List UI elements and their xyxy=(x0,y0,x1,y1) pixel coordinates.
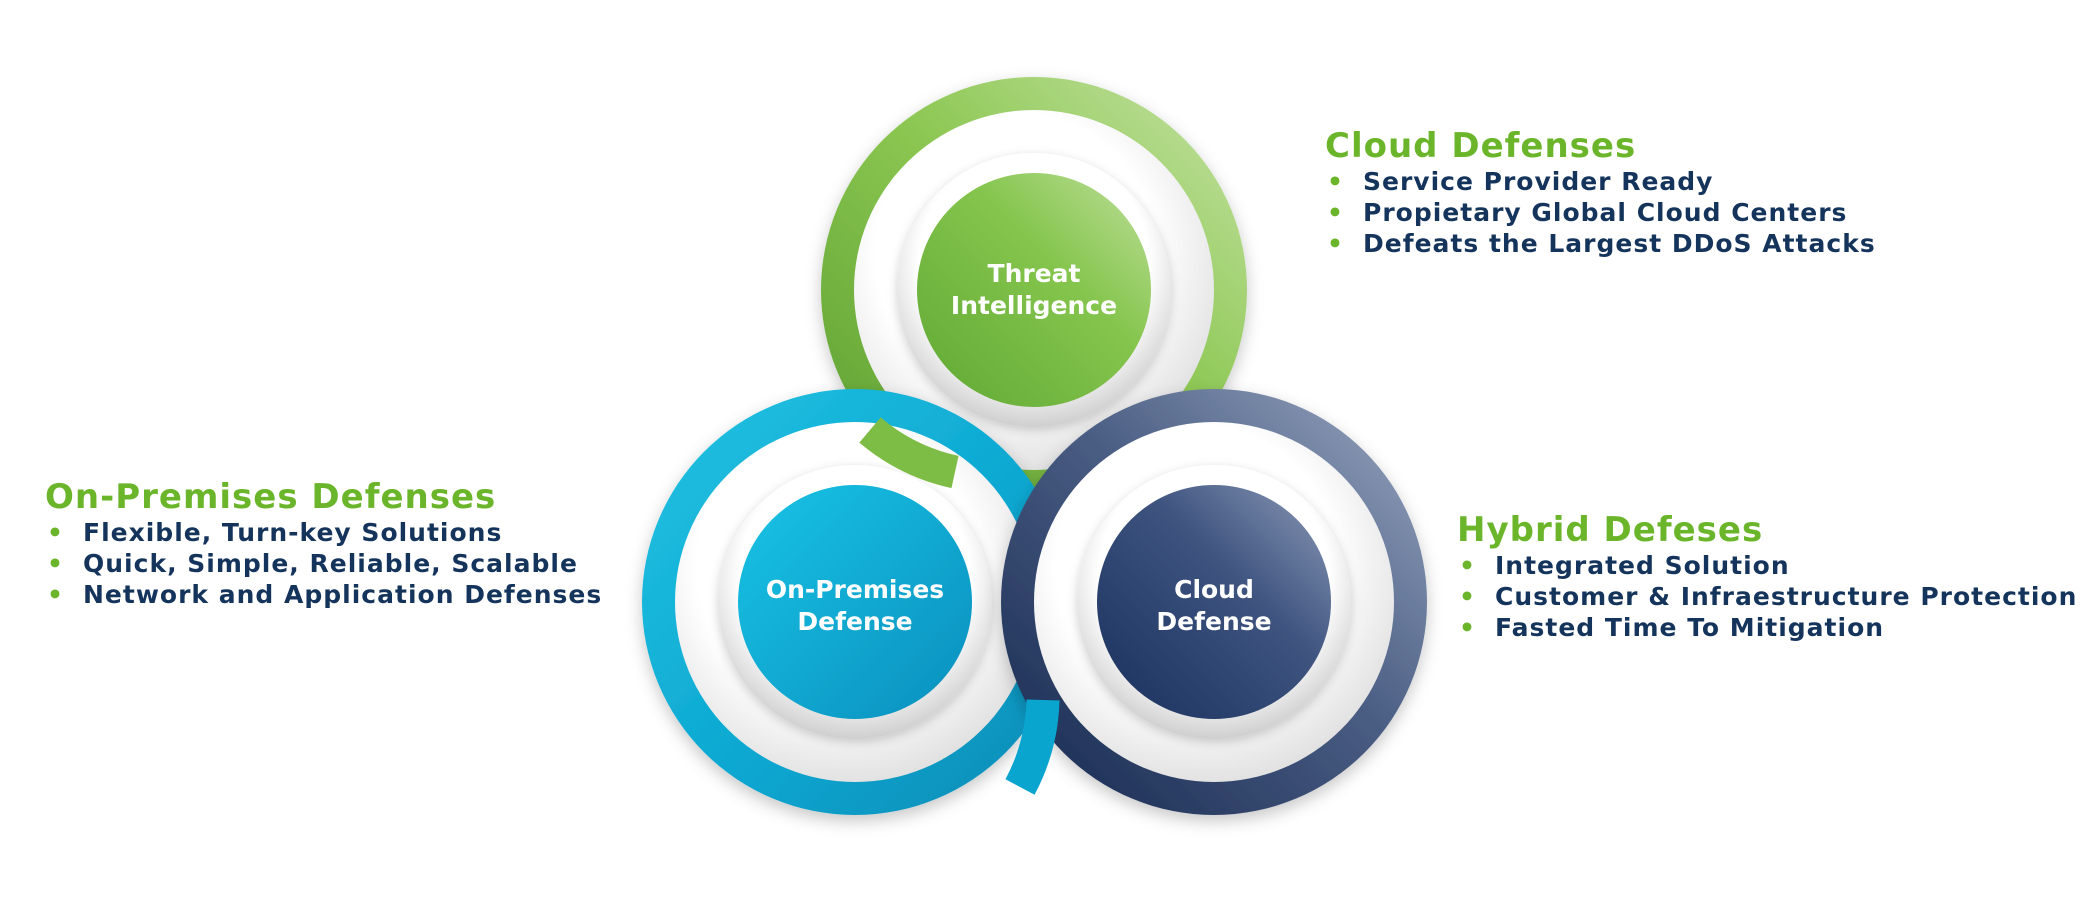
onprem-defenses-list: • Flexible, Turn-key Solutions • Quick, Si… xyxy=(45,517,602,610)
hybrid-defenses-block: Hybrid Defeses • Integrated Solution • Cus… xyxy=(1457,510,2077,643)
list-item: • Quick, Simple, Reliable, Scalable xyxy=(45,548,602,579)
list-item-text: Flexible, Turn-key Solutions xyxy=(83,518,503,547)
list-item-text: Quick, Simple, Reliable, Scalable xyxy=(83,549,578,578)
bullet-icon: • xyxy=(1459,551,1476,580)
cloud-label-line1: Cloud xyxy=(1174,575,1254,604)
onprem-label-line2: Defense xyxy=(797,607,912,636)
list-item-text: Service Provider Ready xyxy=(1363,167,1714,196)
list-item-text: Network and Application Defenses xyxy=(83,580,603,609)
onprem-core xyxy=(738,485,972,719)
bullet-icon: • xyxy=(47,518,64,547)
onprem-label-line1: On-Premises xyxy=(766,575,944,604)
list-item: • Flexible, Turn-key Solutions xyxy=(45,517,602,548)
bullet-icon: • xyxy=(1459,613,1476,642)
threat-core xyxy=(917,173,1151,407)
list-item-text: Fasted Time To Mitigation xyxy=(1495,613,1885,642)
onprem-defenses-block: On-Premises Defenses • Flexible, Turn-key… xyxy=(45,477,602,610)
list-item-text: Integrated Solution xyxy=(1495,551,1790,580)
hybrid-defenses-title: Hybrid Defeses xyxy=(1457,510,1764,550)
list-item-text: Propietary Global Cloud Centers xyxy=(1363,198,1848,227)
list-item: • Integrated Solution xyxy=(1457,550,2077,581)
cloud-defenses-list: • Service Provider Ready • Propietary Glob… xyxy=(1325,166,1876,259)
bullet-icon: • xyxy=(1327,167,1344,196)
bullet-icon: • xyxy=(1327,229,1344,258)
threat-label-line1: Threat xyxy=(988,259,1081,288)
list-item: • Defeats the Largest DDoS Attacks xyxy=(1325,228,1876,259)
list-item: • Propietary Global Cloud Centers xyxy=(1325,197,1876,228)
onprem-defense-node: On-Premises Defense xyxy=(642,389,1068,815)
hybrid-defenses-list: • Integrated Solution • Customer & Infraes… xyxy=(1457,550,2077,643)
bullet-icon: • xyxy=(1327,198,1344,227)
bullet-icon: • xyxy=(47,549,64,578)
cloud-defenses-block: Cloud Defenses • Service Provider Ready •… xyxy=(1325,126,1876,259)
list-item: • Fasted Time To Mitigation xyxy=(1457,612,2077,643)
cloud-core xyxy=(1097,485,1331,719)
list-item: • Network and Application Defenses xyxy=(45,579,602,610)
threat-ring-overlap-arc xyxy=(859,417,959,489)
bullet-icon: • xyxy=(1459,582,1476,611)
threat-label-line2: Intelligence xyxy=(951,291,1117,320)
cloud-defense-node: Cloud Defense xyxy=(1001,389,1427,815)
list-item: • Service Provider Ready xyxy=(1325,166,1876,197)
list-item: • Customer & Infraestructure Protection xyxy=(1457,581,2077,612)
list-item-text: Customer & Infraestructure Protection xyxy=(1495,582,2078,611)
list-item-text: Defeats the Largest DDoS Attacks xyxy=(1363,229,1876,258)
onprem-ring-overlap-arc xyxy=(1005,699,1060,795)
bullet-icon: • xyxy=(47,580,64,609)
cloud-defenses-title: Cloud Defenses xyxy=(1325,126,1637,166)
threat-intelligence-node: Threat Intelligence xyxy=(821,77,1247,503)
cloud-label-line2: Defense xyxy=(1156,607,1271,636)
onprem-defenses-title: On-Premises Defenses xyxy=(45,477,497,517)
